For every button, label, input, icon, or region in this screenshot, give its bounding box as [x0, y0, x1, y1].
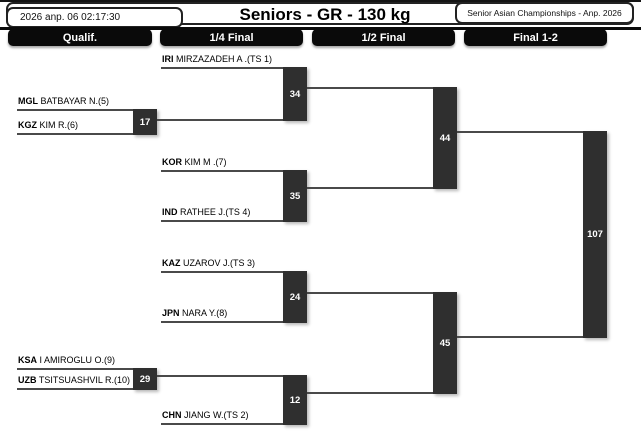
country-code: UZB — [18, 375, 37, 385]
athlete-name: I AMIROGLU O.(9) — [39, 355, 116, 365]
entry-line-kaz — [161, 271, 285, 273]
entry-line-mgl — [17, 109, 135, 111]
country-code: KOR — [162, 157, 182, 167]
match-box-m45: 45 — [433, 292, 457, 394]
athlete-name: KIM R.(6) — [39, 120, 79, 130]
advance-line-m44 — [457, 131, 583, 133]
match-number: 44 — [439, 132, 451, 144]
event-name: Senior Asian Championships - Anp. 2026 — [467, 8, 622, 18]
country-code: KGZ — [18, 120, 37, 130]
athlete-name: JIANG W.(TS 2) — [184, 410, 249, 420]
entry-line-jpn — [161, 321, 285, 323]
athlete-name: NARA Y.(8) — [182, 308, 228, 318]
datetime-text: 2026 anp. 06 02:17:30 — [20, 12, 121, 23]
athlete-name: UZAROV J.(TS 3) — [183, 258, 256, 268]
match-number: 12 — [289, 394, 301, 406]
country-code: IRI — [162, 54, 174, 64]
country-code: IND — [162, 207, 178, 217]
match-number: 29 — [139, 373, 151, 385]
match-number: 107 — [587, 229, 603, 240]
athlete-name: RATHEE J.(TS 4) — [180, 207, 251, 217]
country-code: JPN — [162, 308, 180, 318]
match-number: 35 — [289, 190, 301, 202]
athlete-entry-kgz: KGZ KIM R.(6) — [18, 120, 78, 131]
match-box-m35: 35 — [283, 170, 307, 222]
column-header-qualif: Qualif. — [8, 29, 152, 46]
entry-line-iri — [161, 67, 285, 69]
entry-line-kgz — [17, 133, 135, 135]
match-number: 24 — [289, 291, 301, 303]
match-box-m107: 107 — [583, 131, 607, 338]
athlete-entry-kor: KOR KIM M .(7) — [162, 157, 227, 168]
advance-line-m34 — [307, 87, 433, 89]
match-number: 45 — [439, 337, 451, 349]
match-box-m44: 44 — [433, 87, 457, 189]
entry-line-kor — [161, 170, 285, 172]
advance-line-m17 — [157, 119, 285, 121]
athlete-entry-kaz: KAZ UZAROV J.(TS 3) — [162, 258, 255, 269]
entry-line-chn — [161, 423, 285, 425]
country-code: KSA — [18, 355, 38, 365]
country-code: CHN — [162, 410, 182, 420]
advance-line-m29 — [157, 375, 285, 377]
event-name-box: Senior Asian Championships - Anp. 2026 — [455, 2, 634, 24]
entry-line-ind — [161, 220, 285, 222]
match-box-m29: 29 — [133, 368, 157, 390]
athlete-name: BATBAYAR N.(5) — [40, 96, 110, 106]
advance-line-m24 — [307, 292, 433, 294]
page-title: Seniors - GR - 130 kg — [239, 5, 411, 24]
athlete-entry-jpn: JPN NARA Y.(8) — [162, 308, 227, 319]
athlete-name: MIRZAZADEH A .(TS 1) — [176, 54, 273, 64]
athlete-entry-uzb: UZB TSITSUASHVIL R.(10) — [18, 375, 130, 386]
athlete-entry-ind: IND RATHEE J.(TS 4) — [162, 207, 250, 218]
page-top-border — [0, 0, 641, 2]
match-box-m12: 12 — [283, 375, 307, 425]
match-box-m34: 34 — [283, 67, 307, 121]
athlete-entry-mgl: MGL BATBAYAR N.(5) — [18, 96, 109, 107]
column-header-final: Final 1-2 — [464, 29, 607, 46]
advance-line-m45 — [457, 336, 583, 338]
column-header-semifinal: 1/2 Final — [312, 29, 455, 46]
column-header-quarterfinal: 1/4 Final — [160, 29, 303, 46]
athlete-name: KIM M .(7) — [184, 157, 227, 167]
datetime-box: 2026 anp. 06 02:17:30 — [6, 7, 183, 28]
country-code: KAZ — [162, 258, 181, 268]
match-number: 34 — [289, 88, 301, 100]
header-divider — [0, 27, 641, 30]
country-code: MGL — [18, 96, 38, 106]
athlete-entry-chn: CHN JIANG W.(TS 2) — [162, 410, 249, 421]
entry-line-uzb — [17, 388, 135, 390]
athlete-entry-iri: IRI MIRZAZADEH A .(TS 1) — [162, 54, 272, 65]
match-box-m17: 17 — [133, 109, 157, 135]
entry-line-ksa — [17, 368, 135, 370]
match-number: 17 — [139, 116, 151, 128]
athlete-name: TSITSUASHVIL R.(10) — [38, 375, 131, 385]
advance-line-m12 — [307, 392, 433, 394]
match-box-m24: 24 — [283, 271, 307, 323]
advance-line-m35 — [307, 187, 433, 189]
athlete-entry-ksa: KSA I AMIROGLU O.(9) — [18, 355, 115, 366]
